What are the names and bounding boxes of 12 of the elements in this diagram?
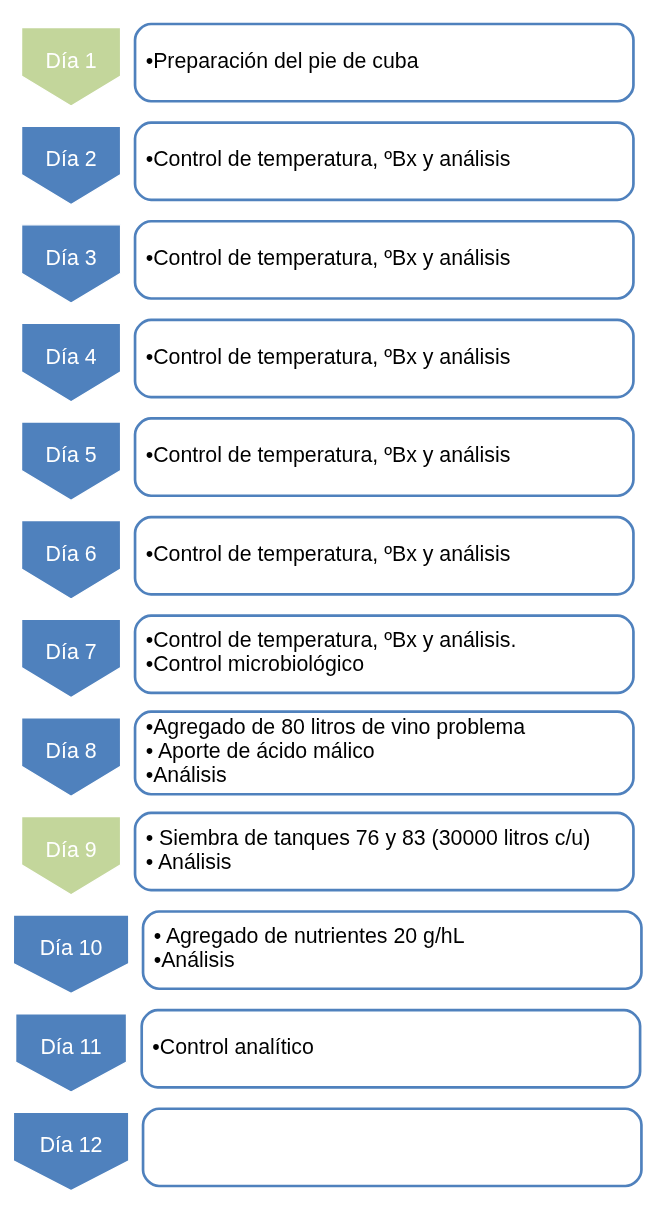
node-box: •Control de temperatura, ºBx y análisis: [133, 318, 635, 398]
node-box: •Agregado de 80 litros de vino problema • Aporte de ácido málico •Análisis: [133, 709, 635, 796]
node-box: •Control de temperatura, ºBx y análisis: [133, 515, 635, 596]
node-box: •Control de temperatura, ºBx y análisis: [133, 120, 635, 201]
node-box: •Control de temperatura, ºBx y análisis: [133, 219, 635, 300]
node-box: •Control de temperatura, ºBx y análisis. •Control microbiológico: [133, 613, 635, 694]
node-box: •Preparación del pie de cuba: [133, 22, 635, 103]
node-box: [141, 1106, 643, 1187]
node-box: • Agregado de nutrientes 20 g/hL •Análisis: [141, 909, 643, 990]
node-box: •Control analítico: [140, 1008, 642, 1089]
node-box: • Siembra de tanques 76 y 83 (30000 litros c/u) • Análisis: [133, 811, 635, 891]
node-box: •Control de temperatura, ºBx y análisis: [133, 416, 635, 497]
